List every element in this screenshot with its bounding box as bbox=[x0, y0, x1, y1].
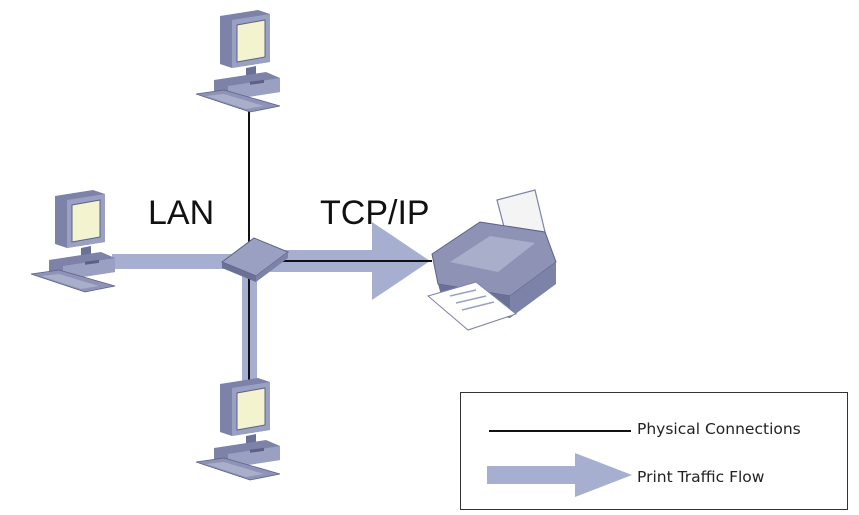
lan-label: LAN bbox=[148, 194, 215, 232]
protocol-label: TCP/IP bbox=[320, 194, 430, 232]
computer-bottom bbox=[195, 377, 281, 481]
legend-flow-arrow-icon bbox=[487, 453, 632, 497]
legend-flow-label: Print Traffic Flow bbox=[637, 468, 765, 486]
network-hub bbox=[220, 237, 290, 282]
legend-physical-label: Physical Connections bbox=[637, 420, 801, 438]
legend: Physical Connections Print Traffic Flow bbox=[460, 392, 848, 510]
printer bbox=[426, 189, 557, 331]
computer-top bbox=[195, 9, 281, 113]
legend-physical-line bbox=[489, 430, 631, 432]
computer-left bbox=[30, 189, 116, 293]
